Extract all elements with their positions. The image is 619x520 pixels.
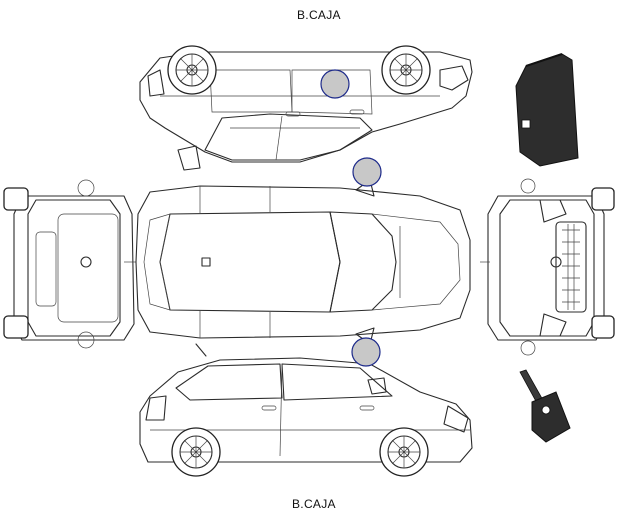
damage-marker-1[interactable] [320, 69, 350, 99]
car-key-icon [519, 369, 571, 443]
wheel-rear-lower [171, 427, 221, 477]
car-rear-view [3, 179, 136, 349]
car-side-view-lower [139, 343, 473, 477]
car-side-view-upper [139, 45, 473, 171]
car-top-view [135, 179, 471, 345]
wheel-front-lower [379, 427, 429, 477]
damage-marker-3[interactable] [351, 337, 381, 367]
wheel-front-upper [167, 45, 217, 95]
wheel-rear-upper [381, 45, 431, 95]
top-label: B.CAJA [297, 8, 341, 22]
car-front-view [480, 178, 615, 356]
damage-marker-2[interactable] [352, 157, 382, 187]
cargo-cover-icon [515, 53, 579, 167]
bottom-label: B.CAJA [292, 497, 336, 511]
